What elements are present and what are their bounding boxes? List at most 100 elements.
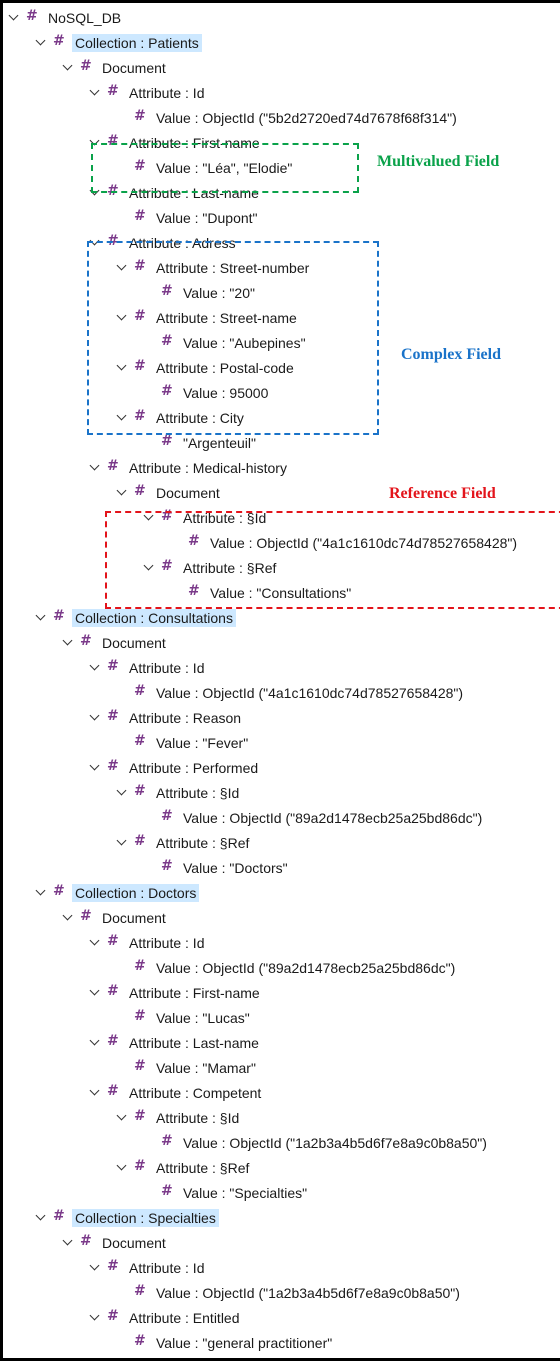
tree-node[interactable]: Attribute : Id <box>89 930 207 955</box>
tree-node[interactable]: Value : "Consultations" <box>188 580 354 605</box>
tree-node[interactable]: Attribute : Postal-code <box>116 355 297 380</box>
chevron-down-icon[interactable] <box>89 1312 101 1324</box>
node-hash-icon <box>134 208 147 224</box>
tree-node[interactable]: Value : "20" <box>161 280 258 305</box>
chevron-down-icon[interactable] <box>62 1237 74 1249</box>
tree-node[interactable]: Attribute : Street-number <box>116 255 312 280</box>
node-hash-icon <box>134 783 147 799</box>
tree-node[interactable]: Value : ObjectId ("1a2b3a4b5d6f7e8a9c0b8… <box>134 1280 463 1305</box>
tree-node[interactable]: Value : ObjectId ("4a1c1610dc74d78527658… <box>188 530 520 555</box>
tree-node[interactable]: Attribute : Id <box>89 80 207 105</box>
tree-node[interactable]: Value : "general practitioner" <box>134 1330 335 1355</box>
chevron-down-icon[interactable] <box>8 12 20 24</box>
tree-node[interactable]: Collection : Consultations <box>35 605 236 630</box>
tree-node-label: Value : ObjectId ("4a1c1610dc74d78527658… <box>210 534 518 551</box>
tree-node-label: Attribute : Entitled <box>129 1309 240 1326</box>
tree-node[interactable]: Attribute : First-name <box>89 980 263 1005</box>
node-hash-icon <box>161 808 174 824</box>
chevron-down-icon[interactable] <box>116 487 128 499</box>
tree-node[interactable]: Value : "Dupont" <box>134 205 261 230</box>
tree-node[interactable]: Attribute : §Ref <box>116 1155 252 1180</box>
tree-node[interactable]: Document <box>116 480 223 505</box>
tree-node[interactable]: Attribute : Id <box>89 1255 207 1280</box>
tree-node[interactable]: Value : "Mamar" <box>134 1055 259 1080</box>
chevron-down-icon[interactable] <box>89 712 101 724</box>
tree-node[interactable]: Value : ObjectId ("5b2d2720ed74d7678f68f… <box>134 105 460 130</box>
tree-node[interactable]: NoSQL_DB <box>8 5 124 30</box>
chevron-down-icon[interactable] <box>35 887 47 899</box>
tree-node[interactable]: Value : ObjectId ("89a2d1478ecb25a25bd86… <box>161 805 485 830</box>
chevron-down-icon[interactable] <box>116 787 128 799</box>
node-hash-icon <box>161 283 174 299</box>
chevron-down-icon[interactable] <box>116 1112 128 1124</box>
chevron-down-icon[interactable] <box>89 87 101 99</box>
tree-node[interactable]: Value : "Specialties" <box>161 1180 310 1205</box>
tree-node[interactable]: Document <box>62 1230 169 1255</box>
tree-node[interactable]: Attribute : §Id <box>116 780 242 805</box>
node-hash-icon <box>161 383 174 399</box>
node-hash-icon <box>134 258 147 274</box>
tree-node-label: Value : "Specialties" <box>183 1184 308 1201</box>
node-hash-icon <box>161 1183 174 1199</box>
chevron-down-icon[interactable] <box>89 462 101 474</box>
tree-node-label: Value : ObjectId ("89a2d1478ecb25a25bd86… <box>183 809 483 826</box>
tree-node[interactable]: Document <box>62 55 169 80</box>
chevron-down-icon[interactable] <box>89 762 101 774</box>
chevron-down-icon[interactable] <box>89 987 101 999</box>
chevron-down-icon[interactable] <box>89 937 101 949</box>
chevron-down-icon[interactable] <box>116 1162 128 1174</box>
tree-node[interactable]: Attribute : Reason <box>89 705 244 730</box>
node-hash-icon <box>188 583 201 599</box>
tree-node[interactable]: Value : ObjectId ("4a1c1610dc74d78527658… <box>134 680 466 705</box>
tree-node[interactable]: Attribute : §Ref <box>143 555 279 580</box>
chevron-down-icon[interactable] <box>62 62 74 74</box>
tree-node[interactable]: Collection : Patients <box>35 30 202 55</box>
chevron-down-icon[interactable] <box>116 837 128 849</box>
tree-node[interactable]: Attribute : City <box>116 405 247 430</box>
multivalued-box <box>91 143 359 193</box>
tree-node[interactable]: Attribute : Street-name <box>116 305 300 330</box>
chevron-down-icon[interactable] <box>35 37 47 49</box>
node-hash-icon <box>107 1258 120 1274</box>
chevron-down-icon[interactable] <box>89 1087 101 1099</box>
tree-node-label: Value : 95000 <box>183 384 269 401</box>
tree-node[interactable]: Value : "Aubepines" <box>161 330 309 355</box>
tree-node[interactable]: Attribute : Competent <box>89 1080 264 1105</box>
chevron-down-icon[interactable] <box>89 1262 101 1274</box>
chevron-down-icon[interactable] <box>62 912 74 924</box>
tree-node-label: Collection : Patients <box>72 33 202 52</box>
tree-node[interactable]: Value : ObjectId ("89a2d1478ecb25a25bd86… <box>134 955 458 980</box>
tree-node[interactable]: Attribute : Id <box>89 655 207 680</box>
tree-node[interactable]: Document <box>62 630 169 655</box>
tree-node[interactable]: Value : "Fever" <box>134 730 251 755</box>
node-hash-icon <box>107 1308 120 1324</box>
tree-node[interactable]: Value : "Lucas" <box>134 1005 253 1030</box>
node-hash-icon <box>161 333 174 349</box>
tree-node[interactable]: Value : 95000 <box>161 380 271 405</box>
tree-node[interactable]: "Argenteuil" <box>161 430 259 455</box>
chevron-down-icon[interactable] <box>62 637 74 649</box>
node-hash-icon <box>161 1133 174 1149</box>
tree-node[interactable]: Attribute : Performed <box>89 755 261 780</box>
tree-node[interactable]: Attribute : §Ref <box>116 830 252 855</box>
chevron-down-icon[interactable] <box>89 1037 101 1049</box>
tree-node[interactable]: Value : ObjectId ("1a2b3a4b5d6f7e8a9c0b8… <box>161 1130 490 1155</box>
tree-node[interactable]: Collection : Specialties <box>35 1205 219 1230</box>
tree-node[interactable]: Attribute : §Id <box>116 1105 242 1130</box>
tree-node[interactable]: Collection : Doctors <box>35 880 200 905</box>
tree-node[interactable]: Attribute : Last-name <box>89 1030 262 1055</box>
chevron-down-icon[interactable] <box>35 1212 47 1224</box>
tree-node[interactable]: Document <box>62 905 169 930</box>
tree-node[interactable]: Attribute : Medical-history <box>89 455 290 480</box>
tree-view: NoSQL_DBCollection : PatientsDocumentAtt… <box>3 3 560 1358</box>
node-hash-icon <box>134 308 147 324</box>
chevron-down-icon[interactable] <box>89 662 101 674</box>
tree-node-label: Attribute : §Id <box>183 509 267 526</box>
tree-node[interactable]: Attribute : First-name <box>89 130 263 155</box>
tree-node[interactable]: Value : "Doctors" <box>161 855 291 880</box>
tree-node[interactable]: Attribute : Entitled <box>89 1305 243 1330</box>
tree-node[interactable]: Value : "Léa", "Elodie" <box>134 155 295 180</box>
tree-node[interactable]: Attribute : §Id <box>143 505 269 530</box>
chevron-down-icon[interactable] <box>35 612 47 624</box>
node-hash-icon <box>161 433 174 449</box>
